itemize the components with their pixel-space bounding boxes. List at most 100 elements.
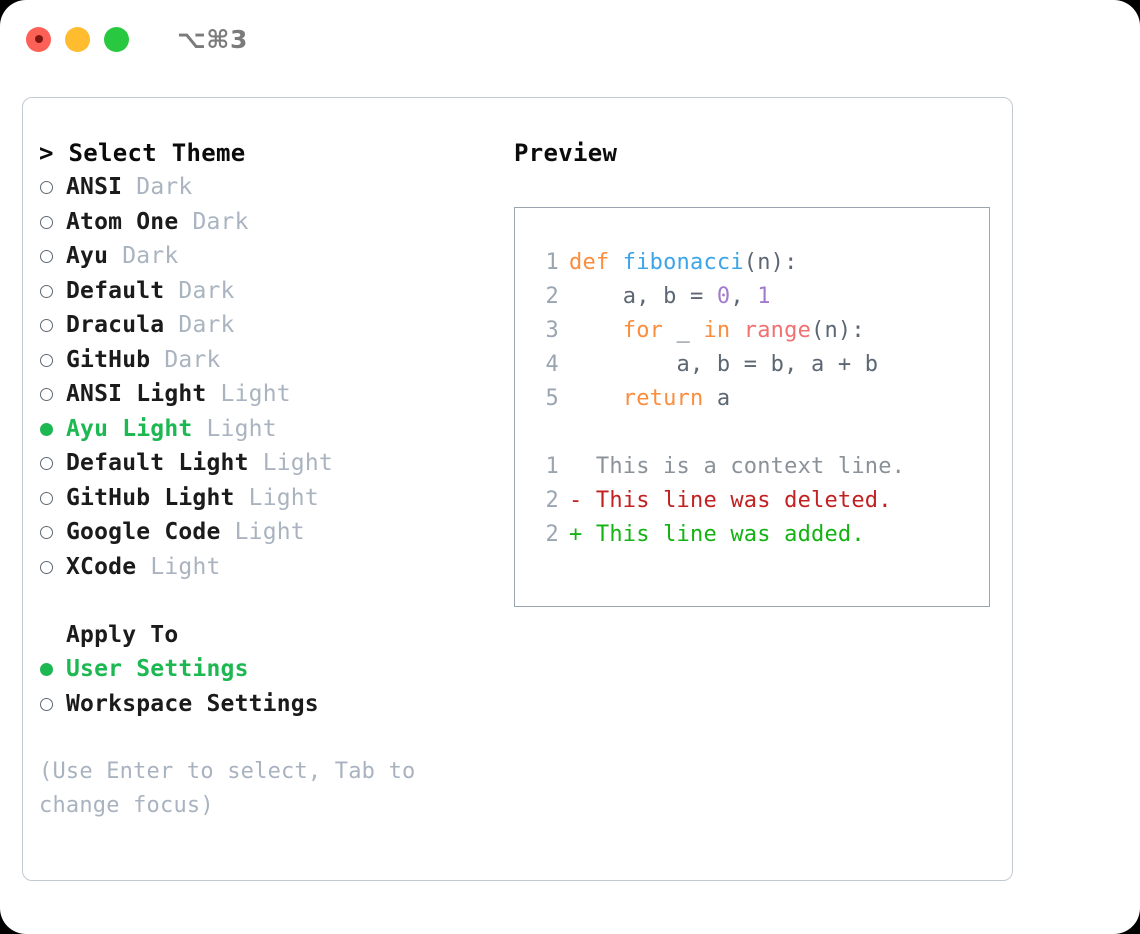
theme-variant-spacer: [235, 481, 249, 515]
theme-name: Google Code: [66, 519, 221, 545]
code-token-var: a, b = b, a + b: [569, 352, 879, 377]
theme-list-item[interactable]: Default Dark: [39, 274, 501, 309]
theme-list-item[interactable]: ANSI Light Light: [39, 377, 501, 412]
keyboard-hint-text: (Use Enter to select, Tab to change focu…: [39, 759, 416, 818]
code-line: 2 a, b = 0, 1: [529, 280, 989, 314]
code-token-punc: ,: [730, 284, 758, 309]
apply-to-item[interactable]: Workspace Settings: [39, 687, 501, 722]
theme-list-item[interactable]: Default Light Light: [39, 446, 501, 481]
theme-name: Ayu: [66, 243, 109, 269]
diff-line: 1 This is a context line.: [529, 450, 989, 484]
theme-name: XCode: [66, 553, 137, 580]
theme-list-item[interactable]: Atom One Dark: [39, 205, 501, 240]
diff-text: This line was added.: [595, 522, 865, 547]
diff-marker: -: [569, 488, 596, 513]
theme-name: Default Light: [66, 450, 249, 476]
code-token-kw: return: [569, 386, 717, 411]
code-line-text: return a: [569, 382, 989, 416]
diff-text: This is a context line.: [595, 454, 906, 479]
diff-line: 2- This line was deleted.: [529, 484, 989, 518]
radio-unselected-icon: [39, 516, 66, 550]
theme-list-item[interactable]: Ayu Dark: [39, 239, 501, 274]
diff-line-body: This is a context line.: [569, 450, 989, 484]
radio-selected-icon: [39, 412, 66, 446]
radio-unselected-icon: [39, 171, 66, 205]
apply-to-label: Apply To: [66, 622, 179, 648]
code-token-num: 0: [716, 284, 731, 309]
theme-variant-badge: Dark: [122, 243, 179, 269]
title-bar: ⌥⌘3: [0, 0, 1140, 78]
code-line-text: def fibonacci(n):: [569, 246, 989, 280]
theme-variant-spacer: [192, 412, 206, 446]
code-line-text: a, b = b, a + b: [569, 348, 989, 382]
diff-marker: [569, 454, 596, 479]
theme-variant-badge: Dark: [192, 208, 249, 235]
code-line-number: 3: [545, 318, 559, 343]
theme-name: Atom One: [66, 208, 179, 235]
theme-name: GitHub: [66, 346, 151, 373]
minimize-button[interactable]: [65, 26, 90, 52]
theme-variant-spacer: [122, 170, 136, 204]
theme-list-item[interactable]: Ayu Light Light: [39, 412, 501, 447]
theme-variant-spacer: [108, 239, 122, 273]
theme-variant-spacer: [164, 308, 178, 342]
maximize-button[interactable]: [104, 26, 129, 52]
code-line-number: 4: [545, 352, 559, 377]
radio-unselected-icon: [39, 309, 66, 343]
diff-line-body: - This line was deleted.: [569, 484, 989, 518]
theme-variant-spacer: [206, 377, 220, 411]
theme-list-item[interactable]: GitHub Dark: [39, 343, 501, 378]
theme-list-item[interactable]: ANSI Dark: [39, 170, 501, 205]
code-token-var: _: [676, 318, 704, 343]
code-token-bi: range: [743, 318, 812, 343]
radio-unselected-icon: [39, 481, 66, 515]
code-token-kw: in: [703, 318, 744, 343]
theme-list-item[interactable]: XCode Light: [39, 550, 501, 585]
theme-variant-spacer: [249, 446, 263, 480]
theme-variant-badge: Light: [234, 519, 305, 545]
code-line-number: 5: [545, 386, 559, 411]
theme-variant-badge: Light: [150, 553, 221, 580]
apply-to-name: Workspace Settings: [66, 690, 319, 717]
theme-variant-spacer: [164, 274, 178, 308]
close-button[interactable]: [26, 26, 51, 52]
theme-variant-badge: Dark: [178, 312, 235, 338]
radio-unselected-icon: [39, 274, 66, 308]
apply-to-name: User Settings: [66, 656, 249, 682]
theme-variant-badge: Dark: [178, 277, 235, 304]
diff-line-number: 2: [545, 488, 559, 513]
window-controls: [26, 26, 129, 52]
code-line: 1 def fibonacci(n):: [529, 246, 989, 280]
code-token-num: 1: [757, 284, 771, 309]
theme-name: GitHub Light: [66, 484, 235, 511]
code-line-number: 2: [545, 284, 559, 309]
apply-to-item[interactable]: User Settings: [39, 652, 501, 687]
code-line: 5 return a: [529, 382, 989, 416]
radio-selected-icon: [39, 653, 66, 687]
code-token-var: a: [716, 386, 731, 411]
diff-line: 2+ This line was added.: [529, 518, 989, 552]
code-line-number: 1: [545, 250, 559, 275]
theme-variant-badge: Light: [248, 484, 319, 511]
code-token-punc: (n):: [811, 318, 865, 343]
theme-list-item[interactable]: Dracula Dark: [39, 308, 501, 343]
theme-variant-badge: Dark: [136, 174, 193, 200]
radio-unselected-icon: [39, 447, 66, 481]
theme-variant-badge: Light: [262, 450, 333, 476]
radio-unselected-icon: [39, 687, 66, 721]
code-token-kw: def: [569, 250, 623, 275]
radio-unselected-icon: [39, 240, 66, 274]
theme-variant-spacer: [150, 343, 164, 377]
keyboard-shortcut-label: ⌥⌘3: [177, 24, 248, 54]
theme-list-item[interactable]: GitHub Light Light: [39, 481, 501, 516]
diff-text: This line was deleted.: [595, 488, 892, 513]
theme-name: Dracula: [66, 312, 165, 338]
theme-list-item[interactable]: Google Code Light: [39, 515, 501, 550]
